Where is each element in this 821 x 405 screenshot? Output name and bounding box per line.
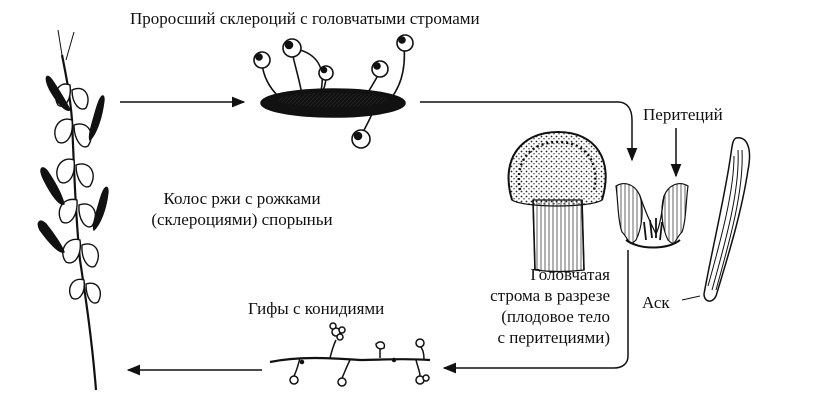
label-perithecium: Перитеций (643, 104, 723, 125)
cycle-arrows (120, 102, 700, 370)
label-sprouted-sclerotium: Проросший склероций с головчатыми строма… (130, 8, 480, 29)
label-rye-ear: Колос ржи с рожками (склероциями) спорын… (112, 188, 372, 230)
label-stroma-line2: строма в разрезе (430, 285, 610, 306)
label-rye-ear-line2: (склероциями) спорыньи (112, 209, 372, 230)
label-ascus: Аск (642, 292, 670, 313)
label-stroma-line1: Головчатая (430, 264, 610, 285)
ascus-pointer-line (682, 296, 700, 300)
rye-ear-illustration (38, 30, 108, 390)
label-hyphae: Гифы с конидиями (248, 298, 384, 319)
hyphae-illustration (270, 323, 430, 386)
stroma-section-illustration (509, 132, 606, 272)
label-stroma-line3: (плодовое тело (430, 306, 610, 327)
label-stroma-section: Головчатая строма в разрезе (плодовое те… (430, 264, 610, 348)
sprouted-sclerotium-illustration (254, 35, 413, 148)
perithecium-illustration (616, 184, 688, 248)
label-rye-ear-line1: Колос ржи с рожками (112, 188, 372, 209)
ascus-illustration (704, 138, 750, 301)
label-stroma-line4: с перитециями) (430, 327, 610, 348)
conidium-top (330, 323, 345, 340)
